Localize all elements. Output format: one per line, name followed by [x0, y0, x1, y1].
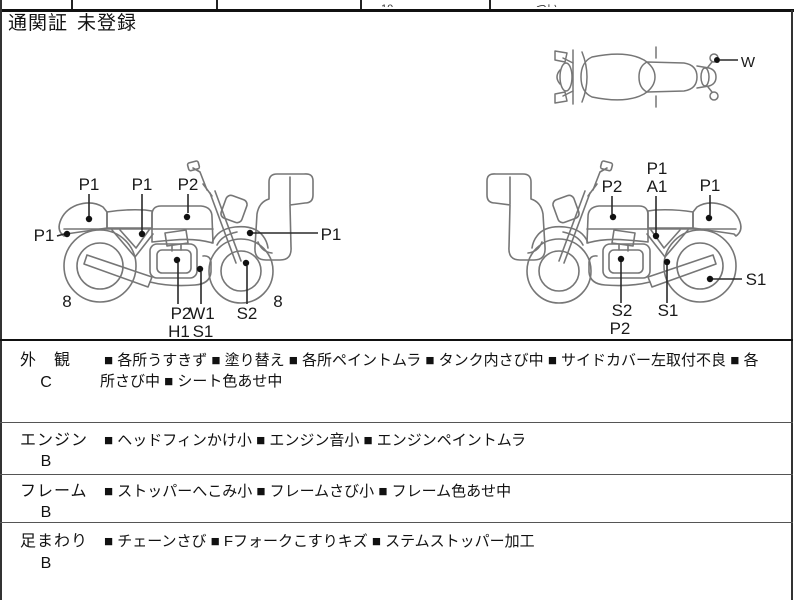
row-label: エンジン [20, 432, 89, 449]
diagram-label-p1: P1 [321, 225, 342, 244]
clipped-text-fragment: つい [536, 0, 570, 7]
diagram-label-p2: P2 [178, 175, 199, 194]
diagram-label-p1: P1 [34, 226, 55, 245]
diagram-label-a1: A1 [647, 177, 668, 196]
row-label: フレーム [20, 483, 88, 500]
header-divider [489, 0, 491, 10]
bike-top-view [554, 46, 719, 108]
diagram-label-8: 8 [62, 292, 71, 311]
row-content-line: 所さび中 ■ シート色あせ中 [100, 373, 283, 390]
diagram-label-8: 8 [273, 292, 282, 311]
row-grade: B [40, 555, 52, 572]
row-content-line: ■ ヘッドフィンかけ小 ■ エンジン音小 ■ エンジンペイントムラ [104, 432, 526, 449]
header-divider [216, 0, 218, 10]
left-bike-annotations: P1 P1 P2 P1 P1 8 P2 H1 W1 S1 S2 8 [34, 175, 342, 341]
diagram-label-p1: P1 [132, 175, 153, 194]
row-content-line: ■ ストッパーへこみ小 ■ フレームさび小 ■ フレーム色あせ中 [104, 483, 512, 500]
customs-value: 未登録 [77, 13, 138, 34]
diagram-label-w: W [741, 54, 756, 71]
diagram-label-s1: S1 [746, 270, 767, 289]
customs-label: 通関証 [8, 13, 69, 34]
page-right-border [791, 10, 793, 600]
table-row-frame: フレーム B ■ ストッパーへこみ小 ■ フレームさび小 ■ フレーム色あせ中 [0, 474, 793, 523]
diagram-label-h1: H1 [168, 322, 190, 341]
diagram-label-p2: P2 [602, 177, 623, 196]
page-left-border [0, 0, 2, 600]
diagram-label-p1: P1 [79, 175, 100, 194]
right-bike-annotations: P2 P1 A1 P1 S1 S2 P2 S1 [602, 159, 767, 338]
row-grade: C [40, 374, 52, 391]
diagram-label-s1: S1 [658, 301, 679, 320]
clipped-text-fragment: 10 [381, 0, 399, 7]
header-divider [71, 0, 73, 10]
diagram-label-p1: P1 [647, 159, 668, 178]
diagram-label-p2: P2 [171, 304, 192, 323]
row-grade: B [40, 453, 52, 470]
table-row-exterior: 外 観 C ■ 各所うすきず ■ 塗り替え ■ 各所ペイントムラ ■ タンク内さ… [0, 339, 793, 424]
customs-row: 通関証未登録 [8, 12, 137, 35]
row-content: ■ ヘッドフィンかけ小 ■ エンジン音小 ■ エンジンペイントムラ [104, 430, 783, 451]
diagram-label-p1: P1 [700, 176, 721, 195]
diagram-label-s1: S1 [193, 322, 214, 341]
row-label: 足まわり [20, 533, 89, 550]
row-content-line: ■ チェーンさび ■ Fフォークこすりキズ ■ ステムストッパー加工 [104, 533, 535, 550]
header-bottom-border [0, 9, 794, 12]
row-content: ■ 各所うすきず ■ 塗り替え ■ 各所ペイントムラ ■ タンク内さび中 ■ サ… [100, 350, 783, 392]
table-row-engine: エンジン B ■ ヘッドフィンかけ小 ■ エンジン音小 ■ エンジンペイントムラ [0, 422, 793, 475]
diagram-label-s2: S2 [237, 304, 258, 323]
row-grade: B [40, 504, 52, 521]
header-divider [360, 0, 362, 10]
diagram-label-w1: W1 [189, 304, 215, 323]
diagram-label-p2: P2 [610, 319, 631, 338]
row-content: ■ チェーンさび ■ Fフォークこすりキズ ■ ステムストッパー加工 [104, 531, 783, 552]
table-row-undercarriage: 足まわり B ■ チェーンさび ■ Fフォークこすりキズ ■ ステムストッパー加… [0, 522, 793, 600]
row-label: 外 観 [20, 352, 72, 369]
top-view-annotations: W [714, 54, 756, 71]
row-content-line: ■ 各所うすきず ■ 塗り替え ■ 各所ペイントムラ ■ タンク内さび中 ■ サ… [104, 352, 759, 369]
diagram-label-s2: S2 [612, 301, 633, 320]
row-content: ■ ストッパーへこみ小 ■ フレームさび小 ■ フレーム色あせ中 [104, 481, 783, 502]
